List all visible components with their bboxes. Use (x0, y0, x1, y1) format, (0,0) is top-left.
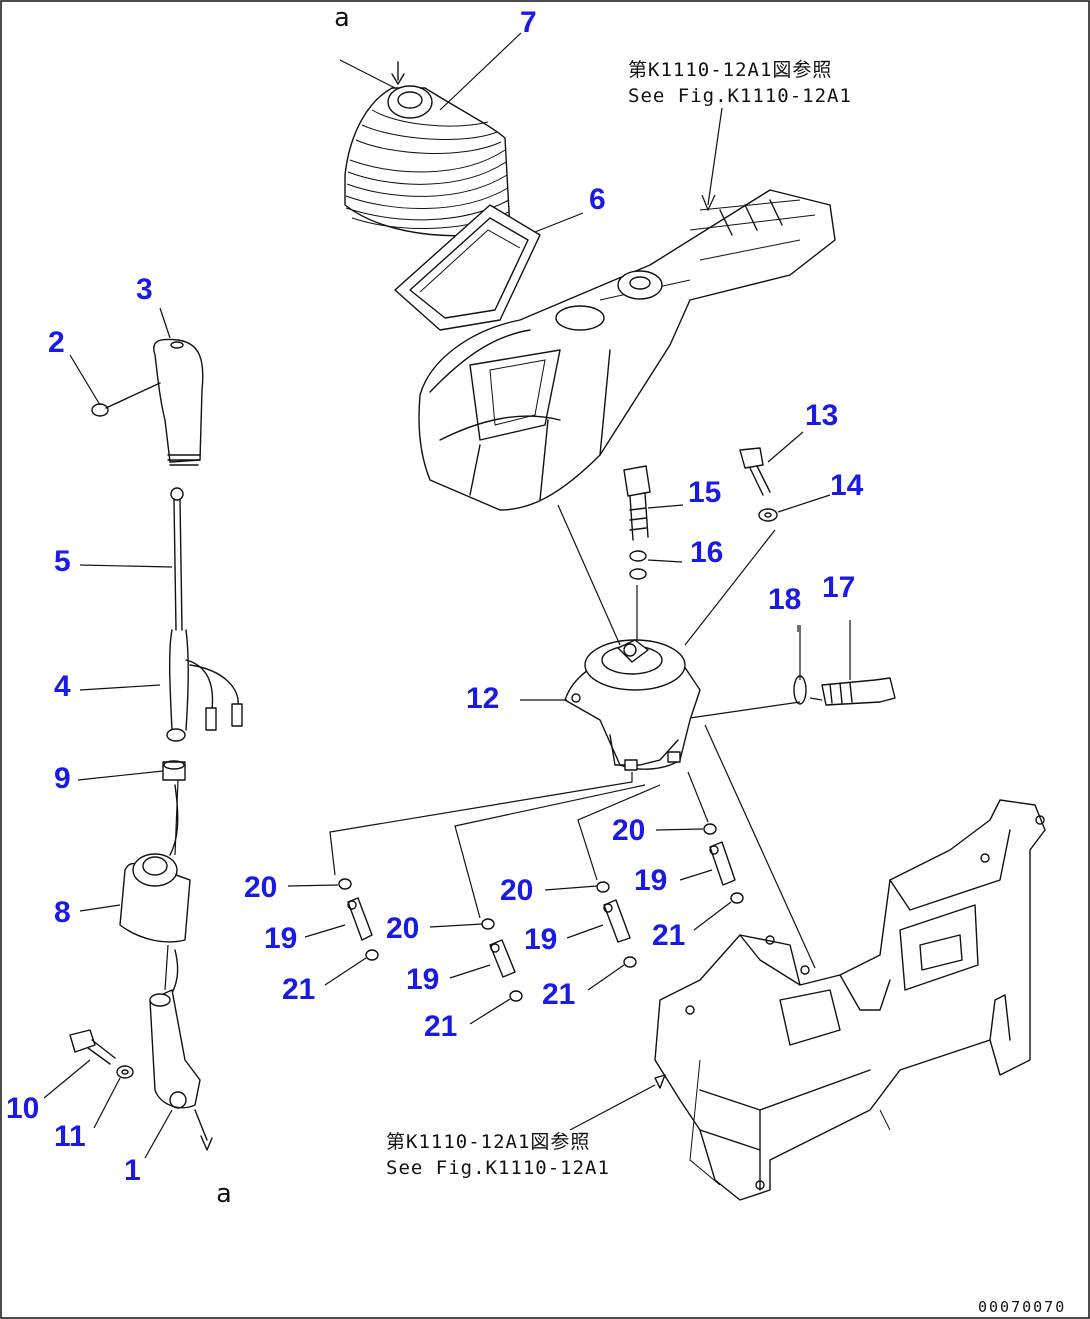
oring-part-21d (730, 892, 744, 904)
valve-part (564, 639, 701, 771)
reference-bottom-en: See Fig.K1110-12A1 (386, 1157, 610, 1179)
part-number-20b: 20 (386, 912, 419, 945)
bolt-part-10 (69, 1029, 116, 1065)
part-number-15: 15 (688, 476, 721, 509)
frame-bracket (654, 799, 1046, 1201)
elbow-part-19a (347, 897, 373, 941)
nut-part (162, 760, 186, 781)
part-number-3: 3 (136, 273, 153, 306)
part-number-21a: 21 (282, 973, 315, 1006)
part-number-21d: 21 (652, 919, 685, 952)
part-number-5: 5 (54, 545, 71, 578)
part-number-12: 12 (466, 682, 499, 715)
elbow-part-19c (603, 899, 631, 943)
reference-bottom-jp: 第K1110-12A1図参照 (386, 1131, 590, 1153)
reference-top-jp: 第K1110-12A1図参照 (628, 59, 832, 81)
part-number-6: 6 (589, 183, 606, 216)
part-number-11: 11 (54, 1120, 86, 1153)
console-housing (418, 189, 836, 511)
connection-lines (164, 59, 823, 991)
view-letter-top: a (334, 3, 350, 33)
part-number-19d: 19 (634, 864, 667, 897)
bolt-part-13 (739, 447, 771, 496)
washer-part-11 (116, 1065, 134, 1079)
part-number-16: 16 (690, 536, 723, 569)
oring-part-21b (509, 990, 523, 1002)
bolt-part-17 (821, 677, 896, 706)
part-number-13: 13 (805, 399, 838, 432)
oring-part-21a (365, 949, 379, 961)
part-number-20d: 20 (612, 814, 645, 847)
elbow-part-19b (489, 939, 516, 978)
lever-base-part (149, 989, 213, 1151)
washer-part-14 (758, 508, 778, 522)
part-number-17: 17 (822, 571, 855, 604)
part-numbers: 7 6 3 2 5 4 9 8 10 11 1 12 13 14 15 16 1… (6, 6, 864, 1187)
reference-notes: a a 第K1110-12A1図参照 See Fig.K1110-12A1 第K… (216, 3, 1066, 1316)
part-number-2: 2 (48, 326, 65, 359)
oring-part-20a (338, 878, 352, 890)
label-leaders (43, 32, 851, 1159)
washer-part-16 (629, 550, 647, 580)
part-number-20a: 20 (244, 871, 277, 904)
part-number-10: 10 (6, 1092, 39, 1125)
view-letter-bottom: a (216, 1179, 232, 1209)
lever-grip-part (153, 338, 204, 466)
part-number-1: 1 (124, 1154, 141, 1187)
part-number-7: 7 (520, 6, 537, 39)
drawing-code: 00070070 (978, 1298, 1066, 1316)
oring-part-20b (481, 918, 495, 930)
part-number-19a: 19 (264, 922, 297, 955)
part-number-21b: 21 (424, 1010, 457, 1043)
boot-part (344, 61, 511, 237)
part-number-8: 8 (54, 896, 71, 929)
part-number-9: 9 (54, 762, 71, 795)
part-number-14: 14 (830, 469, 864, 502)
part-number-19c: 19 (524, 923, 557, 956)
part-number-18: 18 (768, 583, 801, 616)
oring-part-20c (596, 881, 610, 893)
wire-harness-part (166, 487, 243, 742)
elbow-part-19d (709, 841, 736, 886)
part-number-20c: 20 (500, 874, 533, 907)
plate-part (394, 204, 541, 331)
reference-top-en: See Fig.K1110-12A1 (628, 85, 852, 107)
part-number-19b: 19 (406, 963, 439, 996)
oring-part-21c (623, 956, 637, 968)
bolt-part-15 (623, 465, 651, 541)
oring-part-20d (703, 823, 717, 835)
part-number-4: 4 (54, 670, 71, 703)
part-number-21c: 21 (542, 978, 575, 1011)
washer-part-18 (793, 675, 807, 705)
